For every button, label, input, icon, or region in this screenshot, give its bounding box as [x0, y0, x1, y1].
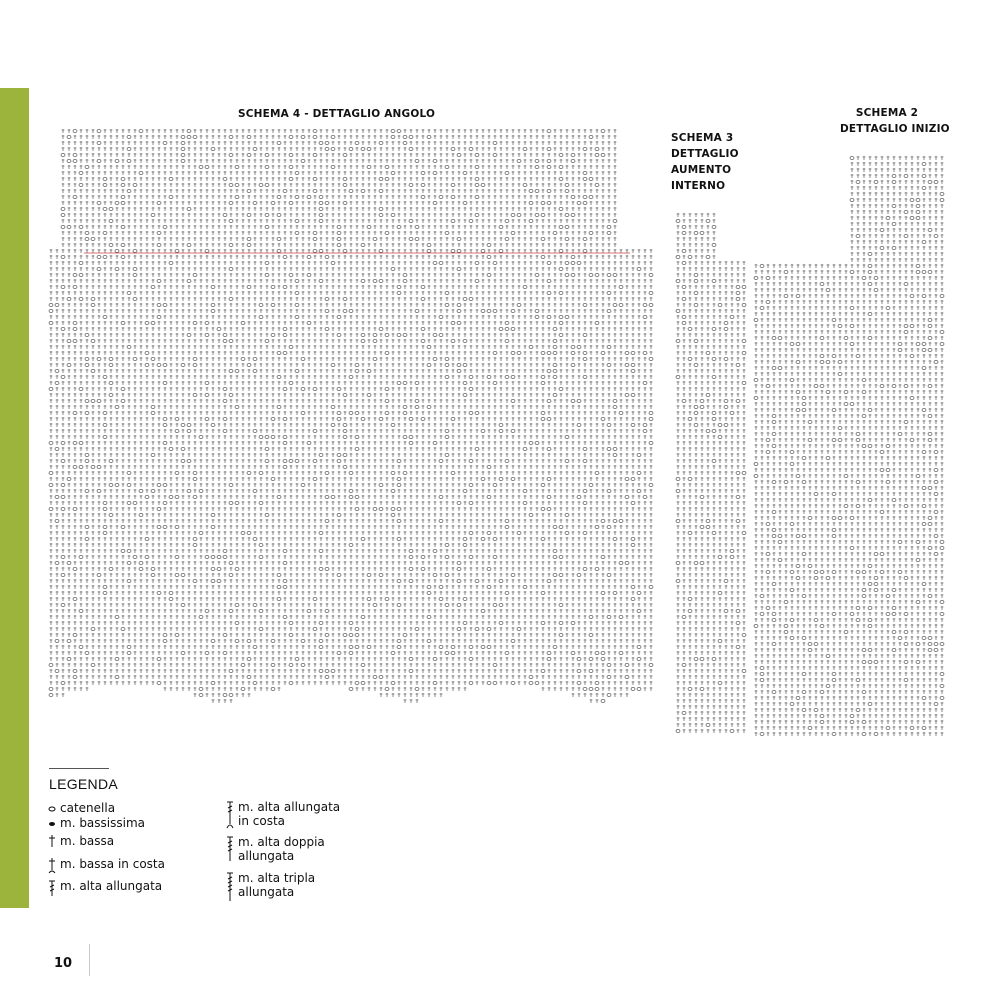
page-divider: [89, 944, 90, 976]
legend-item: catenella: [44, 801, 115, 815]
long-double-double-crochet-icon: [222, 835, 238, 865]
long-double-crochet-back-loop-icon: [222, 800, 238, 830]
schema3-title: SCHEMA 3 DETTAGLIO AUMENTO INTERNO: [671, 130, 739, 194]
page-number: 10: [54, 956, 73, 971]
slip-stitch-icon: [44, 816, 60, 830]
single-crochet-icon: [44, 834, 60, 848]
long-double-crochet-icon: [44, 879, 60, 897]
legend-label: m. bassissima: [60, 816, 146, 830]
legend-item: m. alta allungata in costa: [222, 800, 340, 830]
legend-label: catenella: [60, 801, 116, 815]
legend-item: m. bassa: [44, 834, 114, 848]
chain-loops: [48, 129, 654, 703]
single-crochet-back-loop-icon: [44, 857, 60, 875]
schema3-title-line: INTERNO: [671, 180, 726, 192]
legend-label: m. alta tripla allungata: [238, 871, 316, 899]
schema4-chart: [48, 129, 654, 703]
schema3-title-line: AUMENTO: [671, 164, 732, 176]
schema2-chart: [753, 156, 945, 736]
chain-loops: [753, 156, 945, 736]
legend-item: m. alta allungata: [44, 879, 162, 897]
accent-sidebar: [0, 88, 29, 908]
schema2-title-line: DETTAGLIO INIZIO: [840, 123, 950, 135]
schema4-title: SCHEMA 4 - DETTAGLIO ANGOLO: [238, 108, 436, 120]
legend-item: m. alta tripla allungata: [222, 871, 315, 903]
legend-label: m. alta allungata in costa: [238, 800, 341, 828]
legend-label: m. bassa: [60, 834, 115, 848]
schema2-title: SCHEMA 2 DETTAGLIO INIZIO: [840, 105, 950, 137]
schema3-chart: [675, 213, 747, 733]
long-triple-crochet-icon: [222, 871, 238, 903]
schema2-title-line: SCHEMA 2: [855, 107, 919, 119]
stitch-grid: [676, 213, 746, 733]
legend-label: m. alta doppia allungata: [238, 835, 325, 863]
legend-item: m. alta doppia allungata: [222, 835, 325, 865]
legend-title: LEGENDA: [49, 776, 119, 792]
stitch-grid: [49, 129, 653, 703]
chain-stitch-icon: [44, 801, 60, 815]
stitch-grid: [754, 156, 944, 736]
legend-item: m. bassissima: [44, 816, 145, 830]
schema3-title-line: SCHEMA 3: [671, 132, 734, 144]
chain-loops: [675, 219, 747, 733]
schema3-title-line: DETTAGLIO: [671, 148, 739, 160]
legend-label: m. bassa in costa: [60, 857, 165, 871]
legend-item: m. bassa in costa: [44, 857, 165, 875]
legend-rule: [49, 768, 109, 769]
legend-label: m. alta allungata: [60, 879, 163, 893]
